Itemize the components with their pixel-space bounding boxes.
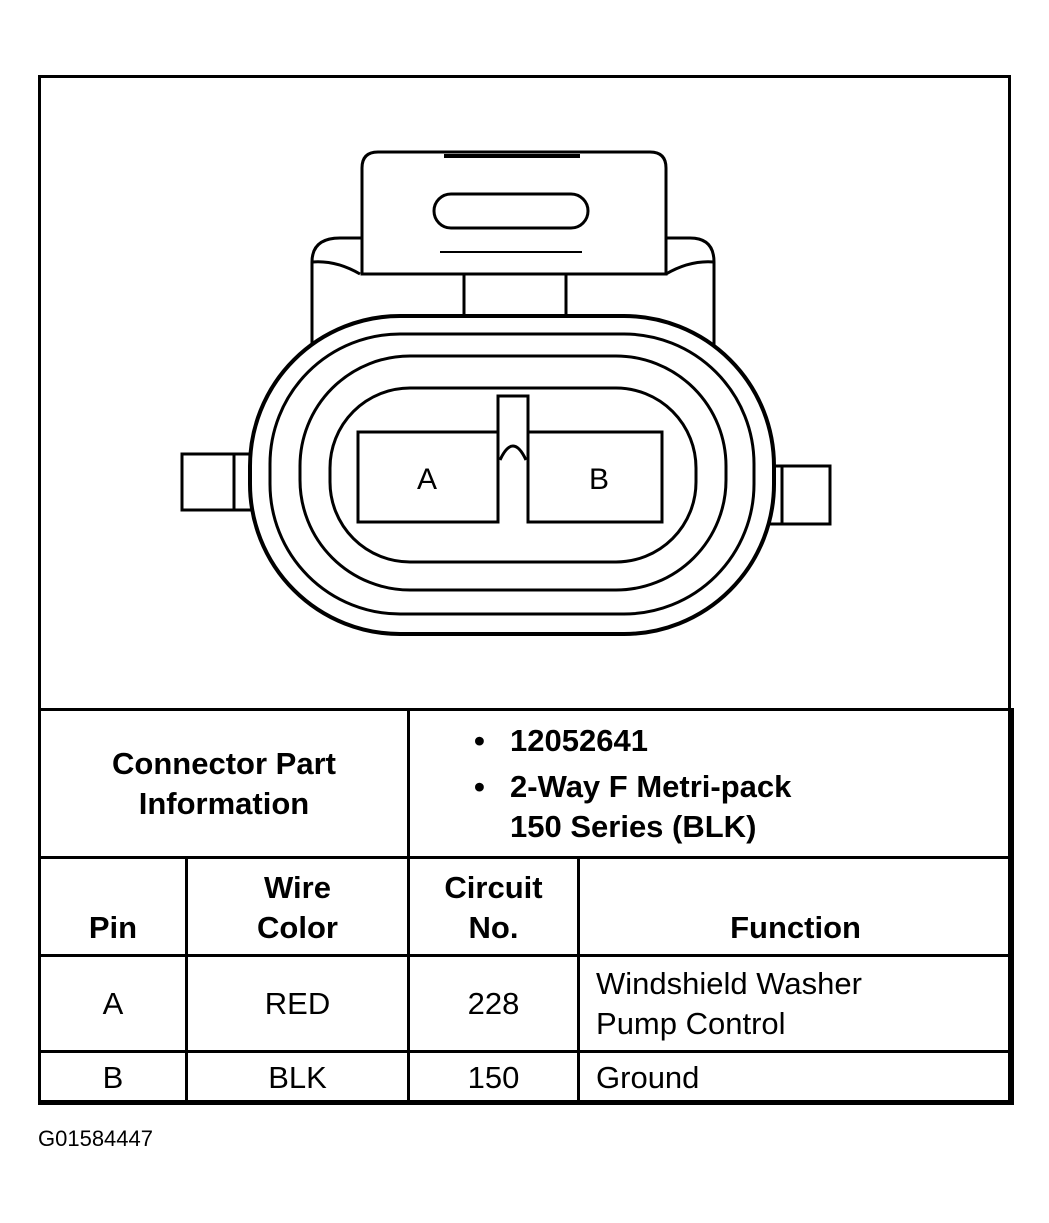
figure-id: G01584447 [38, 1126, 153, 1151]
table-row: A RED 228 Windshield Washer Pump Control [38, 954, 1015, 1053]
left-latch-outer [180, 452, 260, 512]
center-key-arch [498, 444, 528, 461]
center-key [496, 394, 530, 522]
header-pin: Pin [38, 856, 188, 957]
shell-ring-3 [298, 354, 728, 592]
header-circuit-no: Circuit No. [407, 856, 581, 957]
header-function: Function [577, 856, 1015, 957]
row-b-circuit: 150 [407, 1050, 581, 1105]
row-a-circuit: 228 [407, 954, 581, 1053]
pin-a-cavity [356, 430, 500, 524]
pin-a-label: A [417, 463, 437, 496]
part-info-row: Connector Part Information • 12052641 • … [37, 708, 1015, 859]
housing-right-bulge [665, 260, 715, 276]
housing-left-bulge [311, 260, 361, 276]
header-wire-color: Wire Color [184, 856, 411, 957]
connector-drawing: A B [180, 150, 832, 636]
row-b-wire-color: BLK [184, 1050, 411, 1105]
table-row: B BLK 150 Ground [38, 1050, 1015, 1105]
part-info-values: • 12052641 • 2-Way F Metri-pack 150 Seri… [407, 708, 1015, 859]
pin-b-label: B [589, 463, 609, 496]
part-info-label: Connector Part Information [37, 708, 411, 859]
connector-info-table: Connector Part Information • 12052641 • … [37, 708, 1015, 1105]
row-a-wire-color: RED [184, 954, 411, 1053]
row-b-pin: B [38, 1050, 188, 1105]
table-header-row: Pin Wire Color Circuit No. Function [38, 856, 1015, 957]
pin-b-cavity [526, 430, 664, 524]
part-number-item: • 12052641 [474, 722, 648, 758]
shell-ring-2 [268, 332, 756, 616]
part-description-item: • 2-Way F Metri-pack 150 Series (BLK) [474, 768, 792, 844]
row-b-function: Ground [577, 1050, 1015, 1105]
shell-ring-4 [328, 386, 698, 564]
row-a-pin: A [38, 954, 188, 1053]
row-a-function: Windshield Washer Pump Control [577, 954, 1015, 1053]
locking-tab [360, 150, 668, 276]
tab-slot [432, 192, 590, 230]
